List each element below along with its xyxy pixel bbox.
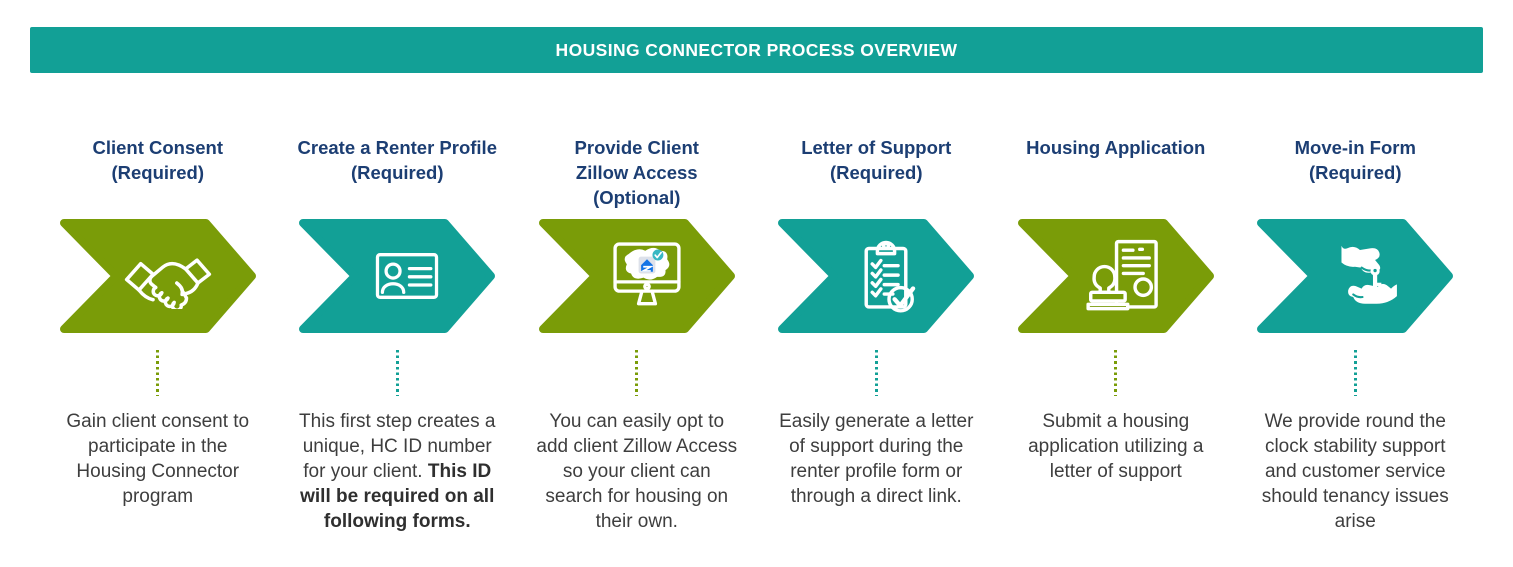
checklist-clipboard-icon — [864, 240, 916, 313]
step-arrow — [299, 219, 496, 333]
dotted-connector — [1353, 350, 1357, 396]
zillow-logo-icon — [638, 256, 655, 274]
step-move-in-form: Move-in Form (Required) — [1236, 135, 1476, 534]
step-arrow — [778, 219, 975, 333]
dotted-connector — [635, 350, 639, 396]
step-letter-of-support: Letter of Support (Required) — [757, 135, 997, 534]
step-description: You can easily opt to add client Zillow … — [536, 411, 738, 532]
step-description: We provide round the clock stability sup… — [1261, 411, 1449, 532]
key-handover-icon — [1341, 245, 1397, 304]
step-title: Provide Client Zillow Access (Optional) — [574, 137, 699, 208]
step-description: Easily generate a letter of support duri… — [779, 411, 974, 507]
steps-row: Client Consent (Required) Gain client co… — [0, 135, 1513, 534]
document-stamp-icon — [1085, 239, 1158, 311]
page-title: HOUSING CONNECTOR PROCESS OVERVIEW — [555, 39, 958, 60]
receiving-hand — [1348, 283, 1397, 304]
step-title: Housing Application — [1026, 137, 1206, 158]
dotted-connector — [395, 350, 399, 396]
chevron-arrow-shape — [59, 219, 256, 333]
step-description: Submit a housing application utilizing a… — [1028, 411, 1204, 482]
id-card-icon — [375, 253, 439, 299]
stamp-base-lip — [1085, 302, 1129, 311]
check-badge-icon — [652, 249, 663, 261]
stamp-handle — [1091, 264, 1117, 295]
dotted-connector — [1114, 350, 1118, 396]
step-arrow — [1257, 219, 1454, 333]
header-banner: HOUSING CONNECTOR PROCESS OVERVIEW — [30, 27, 1483, 73]
step-title: Client Consent (Required) — [92, 137, 224, 183]
step-arrow — [1017, 219, 1214, 333]
step-arrow — [59, 219, 256, 333]
step-housing-application: Housing Application — [996, 135, 1236, 534]
step-zillow-access: Provide Client Zillow Access (Optional) — [517, 135, 757, 534]
dotted-connector — [874, 350, 878, 396]
step-renter-profile: Create a Renter Profile (Required) This … — [278, 135, 518, 534]
step-title: Move-in Form (Required) — [1294, 137, 1416, 183]
step-arrow — [538, 219, 735, 333]
step-client-consent: Client Consent (Required) Gain client co… — [38, 135, 278, 534]
chevron-arrow-shape — [1257, 219, 1454, 333]
stamp-base — [1088, 290, 1127, 303]
handshake-icon — [124, 258, 211, 309]
step-description: This first step creates a unique, HC ID … — [299, 411, 496, 532]
step-description: Gain client consent to participate in th… — [66, 411, 250, 507]
step-title: Create a Renter Profile (Required) — [297, 137, 497, 183]
step-title: Letter of Support (Required) — [801, 137, 952, 183]
monitor-zillow-icon — [612, 242, 681, 306]
giving-hand — [1341, 245, 1381, 273]
dotted-connector — [156, 350, 160, 396]
